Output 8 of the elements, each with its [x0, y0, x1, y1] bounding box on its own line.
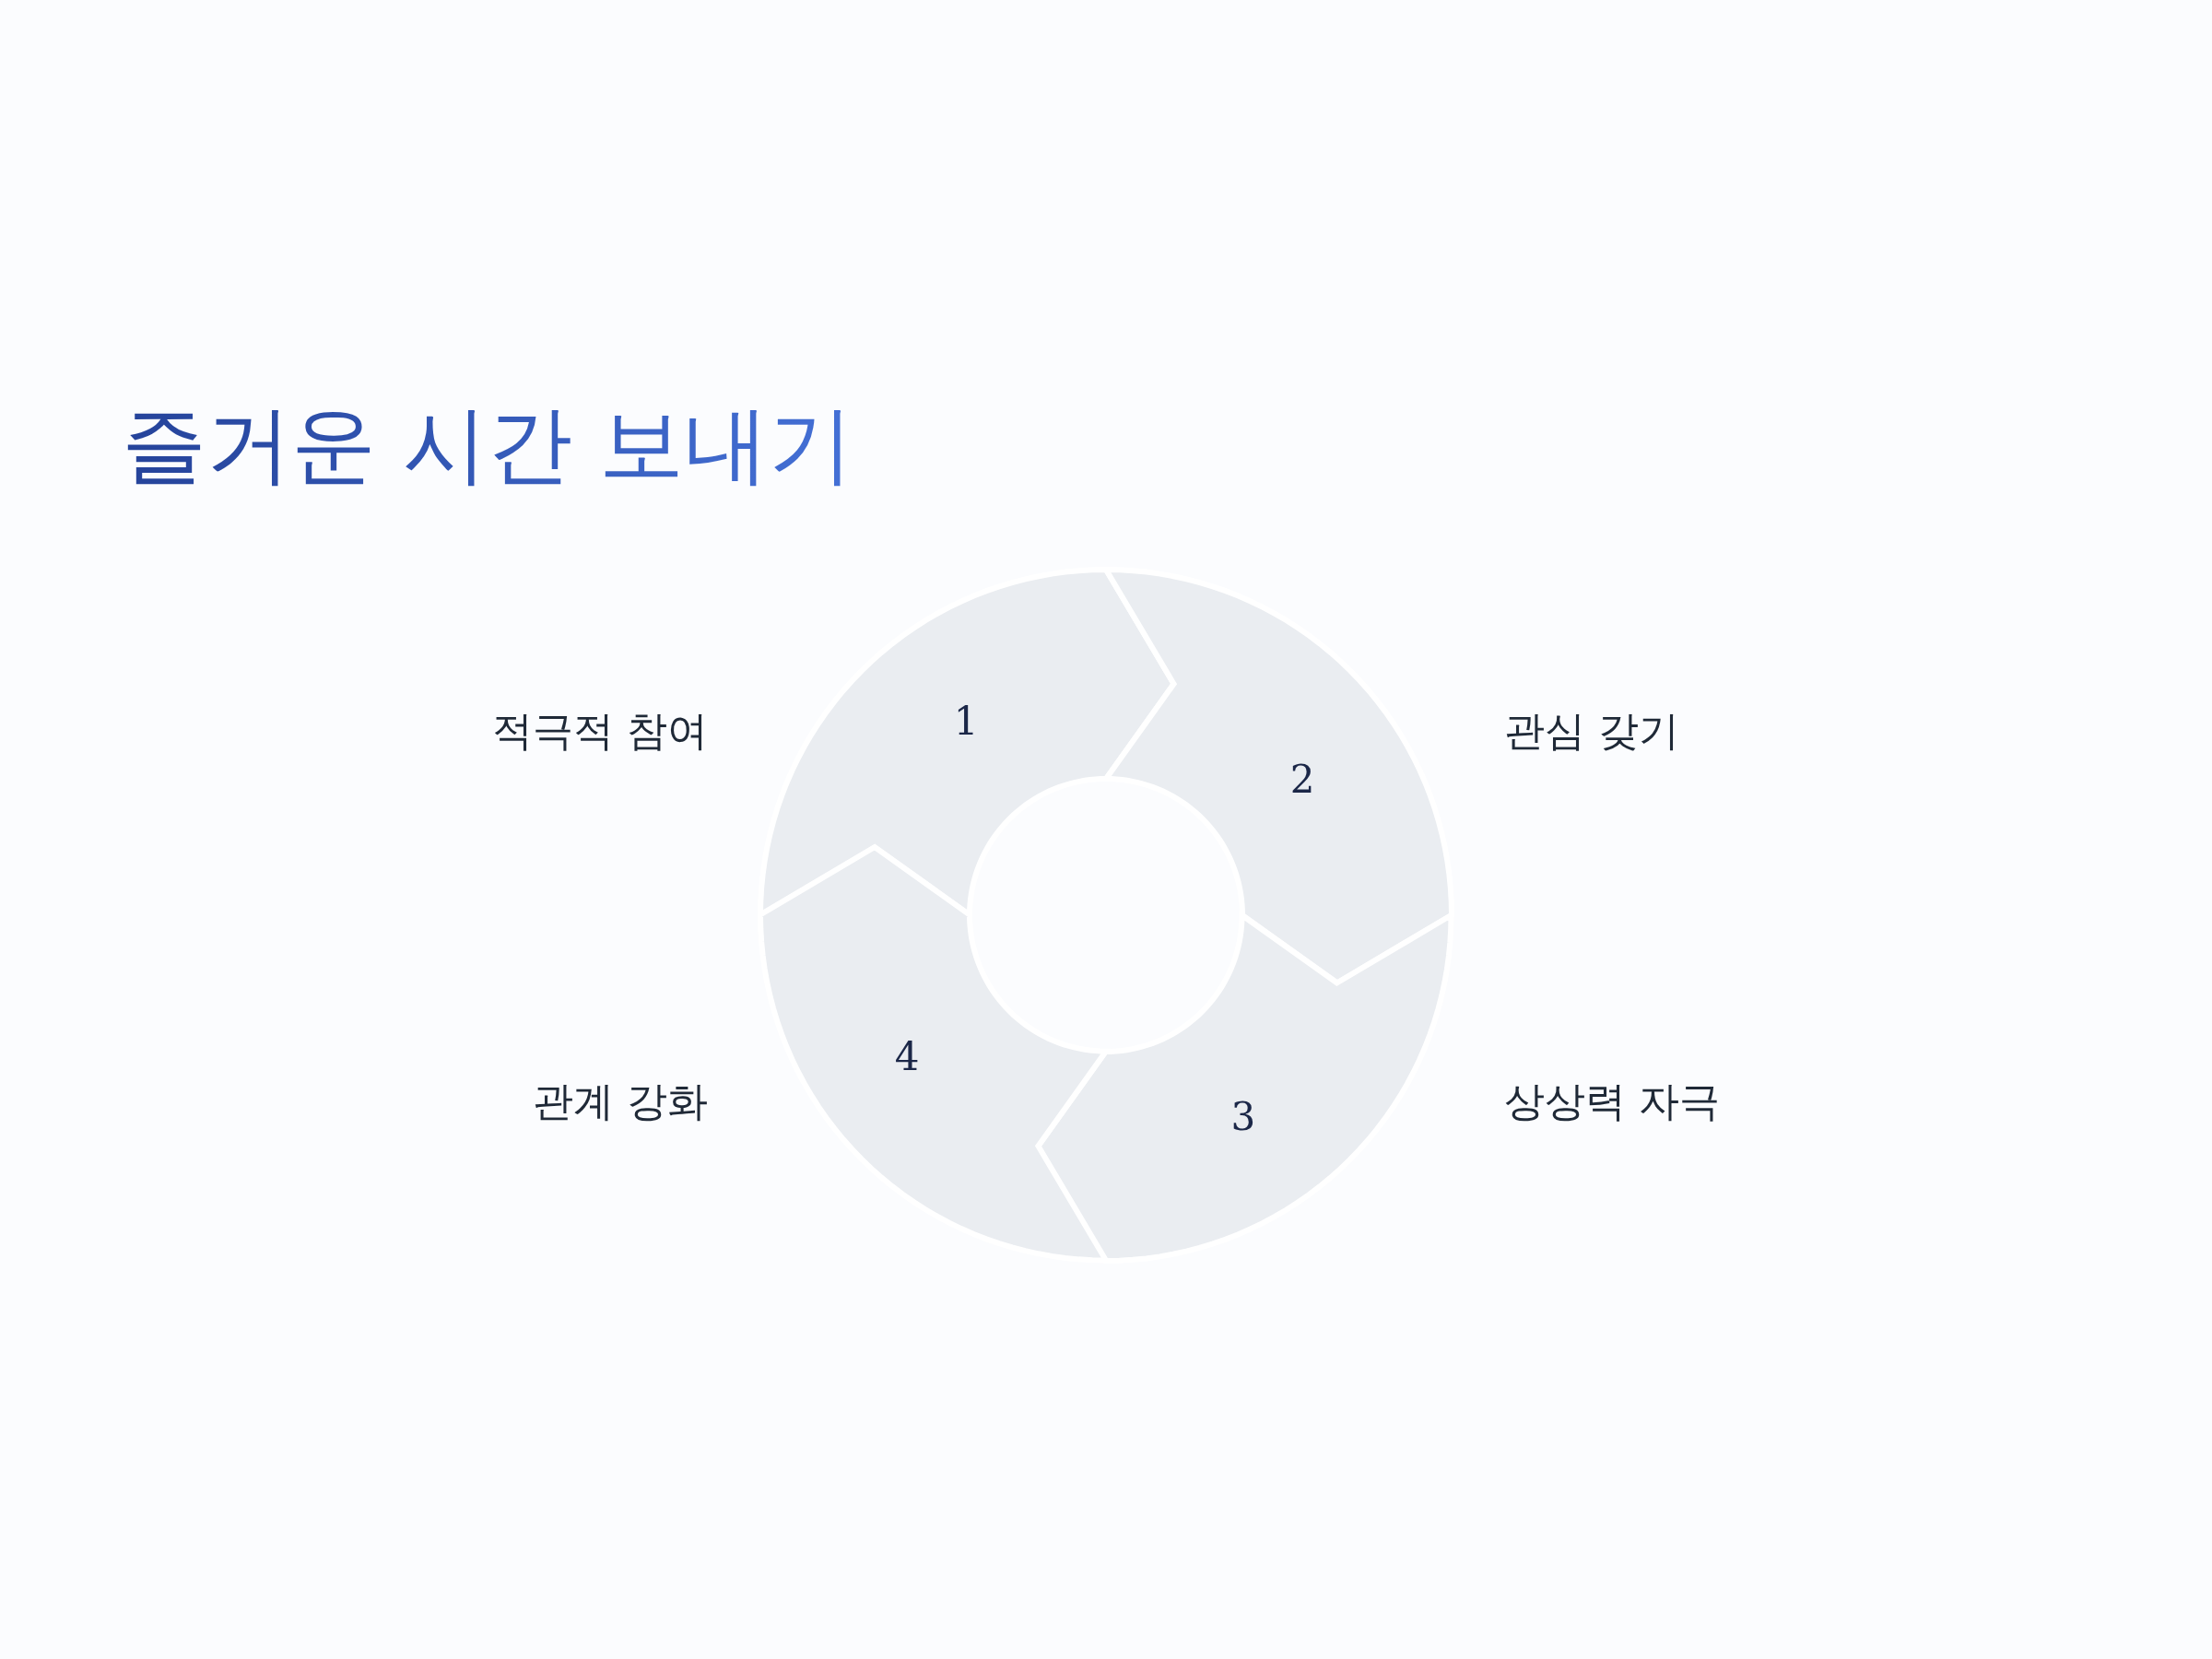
step-label: 관심 갖기 — [1504, 705, 1679, 756]
step-label: 상상력 자극 — [1504, 1076, 1720, 1126]
step-label: 적극적 참여 — [492, 705, 708, 756]
step-number: 1 — [953, 698, 979, 744]
step-label: 관계 강화 — [533, 1076, 708, 1126]
step-number: 3 — [1230, 1093, 1256, 1139]
step-number: 4 — [894, 1033, 920, 1079]
step-number: 2 — [1289, 756, 1315, 802]
